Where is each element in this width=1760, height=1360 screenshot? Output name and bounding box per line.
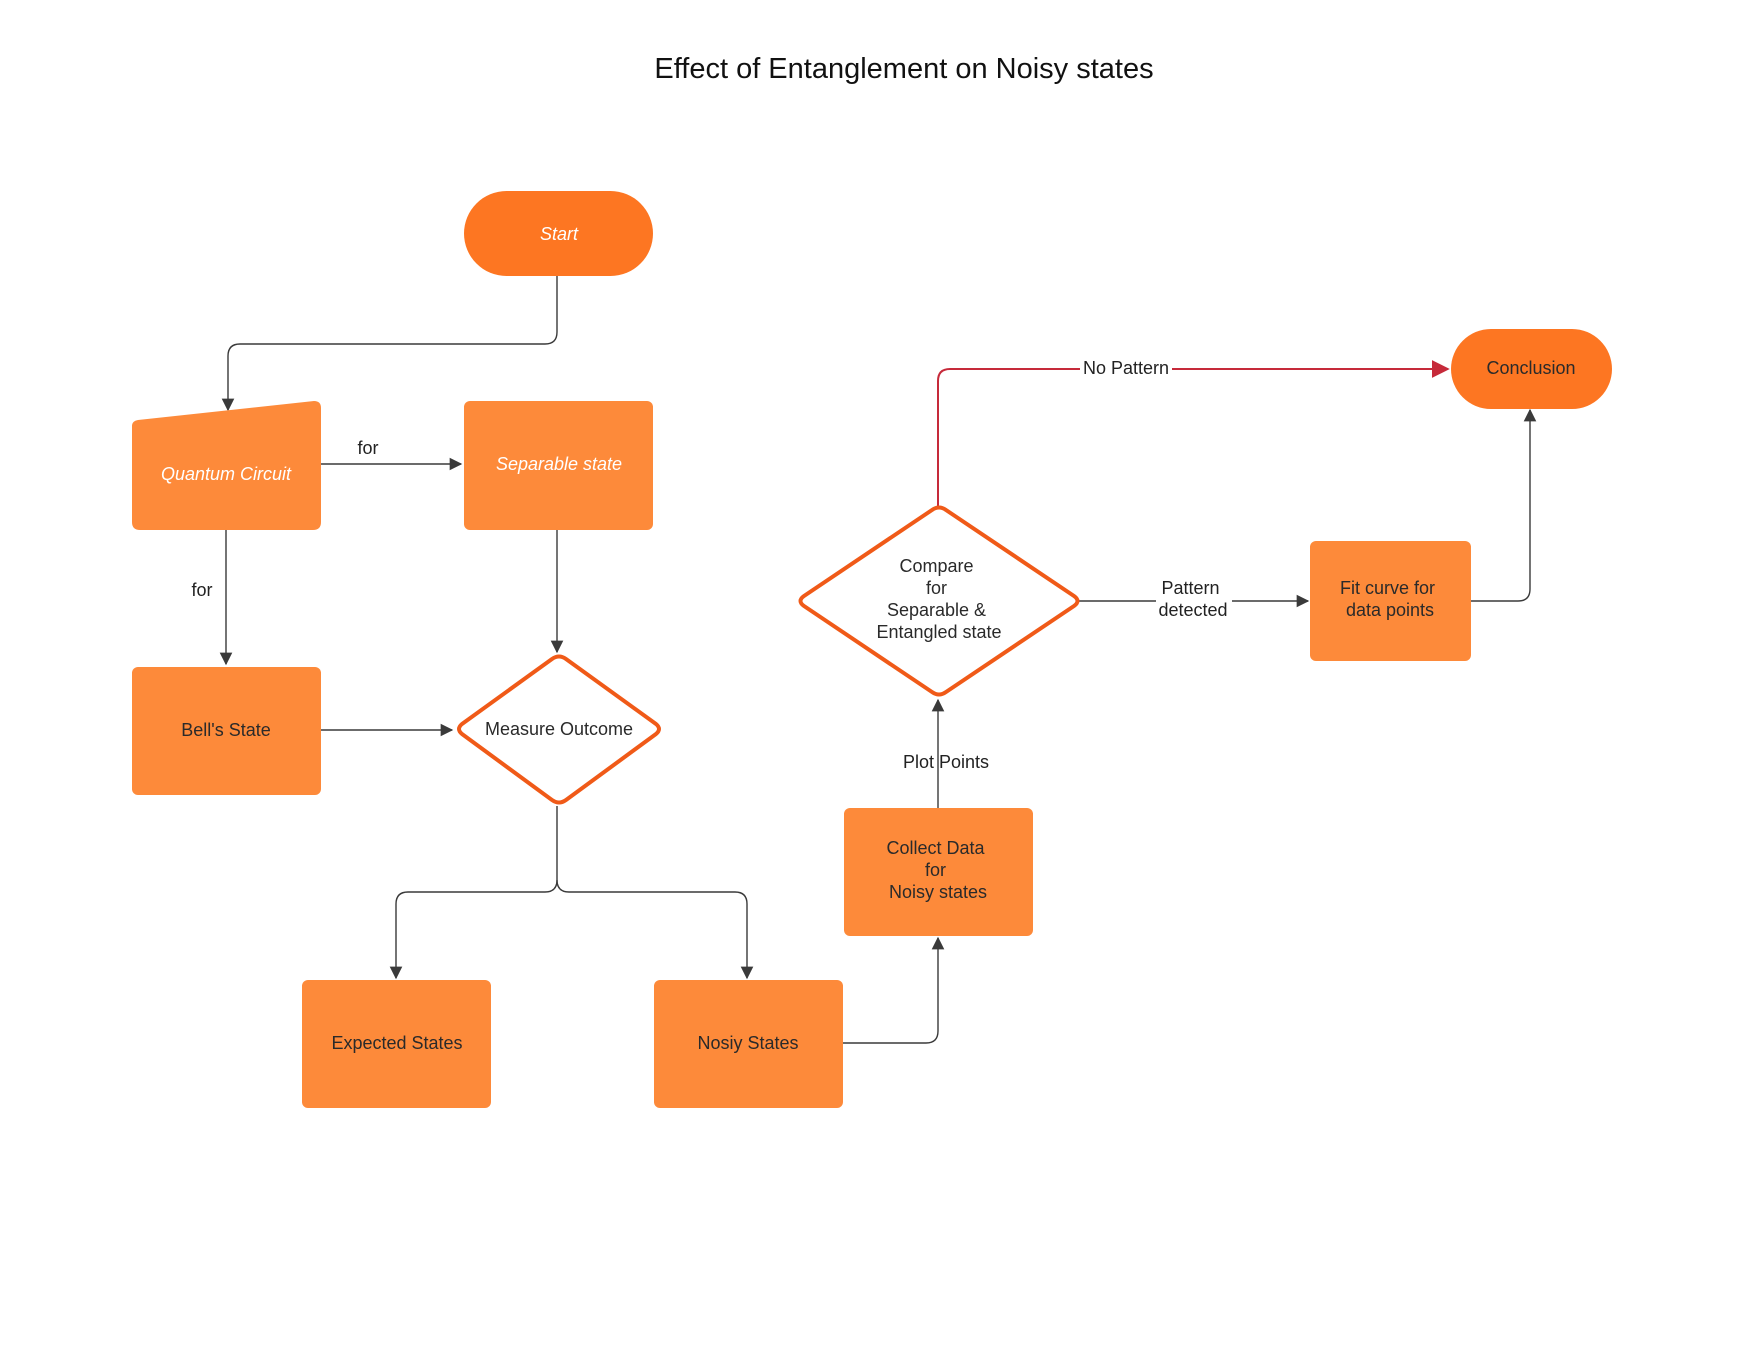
start-label: Start [540, 224, 579, 244]
measure-outcome-label: Measure Outcome [485, 719, 633, 739]
node-quantum-circuit[interactable]: Quantum Circuit [132, 401, 321, 530]
diagram-title: Effect of Entanglement on Noisy states [654, 53, 1153, 85]
conclusion-terminal-shape [1451, 329, 1612, 409]
compare-line-2: for [926, 578, 947, 598]
conclusion-label: Conclusion [1486, 358, 1575, 378]
node-measure-outcome[interactable]: Measure Outcome [457, 654, 661, 805]
compare-diamond [798, 505, 1080, 697]
quantum-circuit-label: Quantum Circuit [161, 464, 292, 484]
edge-label-plot-points: Plot Points [903, 752, 989, 772]
bells-state-label: Bell's State [181, 720, 270, 740]
edge-label-bg-no-pattern [1080, 356, 1172, 380]
node-compare[interactable]: Compare for Separable & Entangled state [798, 505, 1080, 697]
noisy-states-shape [654, 980, 843, 1108]
fit-curve-line-1: Fit curve for [1340, 578, 1435, 598]
collect-data-shape [844, 808, 1033, 936]
edge-label-for-separable: for [357, 438, 378, 458]
compare-label: Compare for Separable & Entangled state [876, 556, 1001, 642]
edge-compare-to-conclusion-no-pattern [937, 360, 1450, 506]
node-expected-states[interactable]: Expected States [302, 980, 491, 1108]
collect-data-line-1: Collect Data [886, 838, 985, 858]
measure-outcome-diamond [457, 654, 661, 805]
edge-measure-to-expected [389, 806, 558, 980]
edge-label-pattern-line-2: detected [1158, 600, 1227, 620]
node-separable-state[interactable]: Separable state [464, 401, 653, 530]
separable-state-label: Separable state [496, 454, 622, 474]
edge-noisy-to-collect [842, 936, 945, 1044]
collect-data-line-2: for [925, 860, 946, 880]
fit-curve-label: Fit curve for data points [1340, 578, 1440, 620]
fit-curve-line-2: data points [1346, 600, 1434, 620]
node-conclusion[interactable]: Conclusion [1451, 329, 1612, 409]
expected-states-label: Expected States [331, 1033, 462, 1053]
node-noisy-states[interactable]: Nosiy States [654, 980, 843, 1108]
fit-curve-shape [1310, 541, 1471, 661]
node-collect-data[interactable]: Collect Data for Noisy states [844, 808, 1033, 936]
node-bells-state[interactable]: Bell's State [132, 667, 321, 795]
edge-fit-curve-to-conclusion [1470, 408, 1537, 602]
node-fit-curve[interactable]: Fit curve for data points [1310, 541, 1471, 661]
start-terminal-shape [464, 191, 653, 276]
edge-label-pattern-detected: Pattern detected [1158, 578, 1227, 620]
edge-label-pattern-line-1: Pattern [1161, 578, 1219, 598]
collect-data-line-3: Noisy states [889, 882, 987, 902]
noisy-states-label: Nosiy States [697, 1033, 798, 1053]
quantum-circuit-shape [132, 401, 321, 530]
compare-line-4: Entangled state [876, 622, 1001, 642]
bells-state-shape [132, 667, 321, 795]
edge-measure-to-noisy [556, 879, 754, 980]
separable-state-shape [464, 401, 653, 530]
edge-label-no-pattern: No Pattern [1083, 358, 1169, 378]
collect-data-label: Collect Data for Noisy states [886, 838, 989, 902]
edge-label-bg-pattern [1156, 574, 1232, 624]
edge-start-to-quantum-circuit [221, 276, 558, 412]
node-start[interactable]: Start [464, 191, 653, 276]
compare-line-1: Compare [899, 556, 973, 576]
edge-label-for-bell: for [191, 580, 212, 600]
compare-line-3: Separable & [887, 600, 986, 620]
expected-states-shape [302, 980, 491, 1108]
